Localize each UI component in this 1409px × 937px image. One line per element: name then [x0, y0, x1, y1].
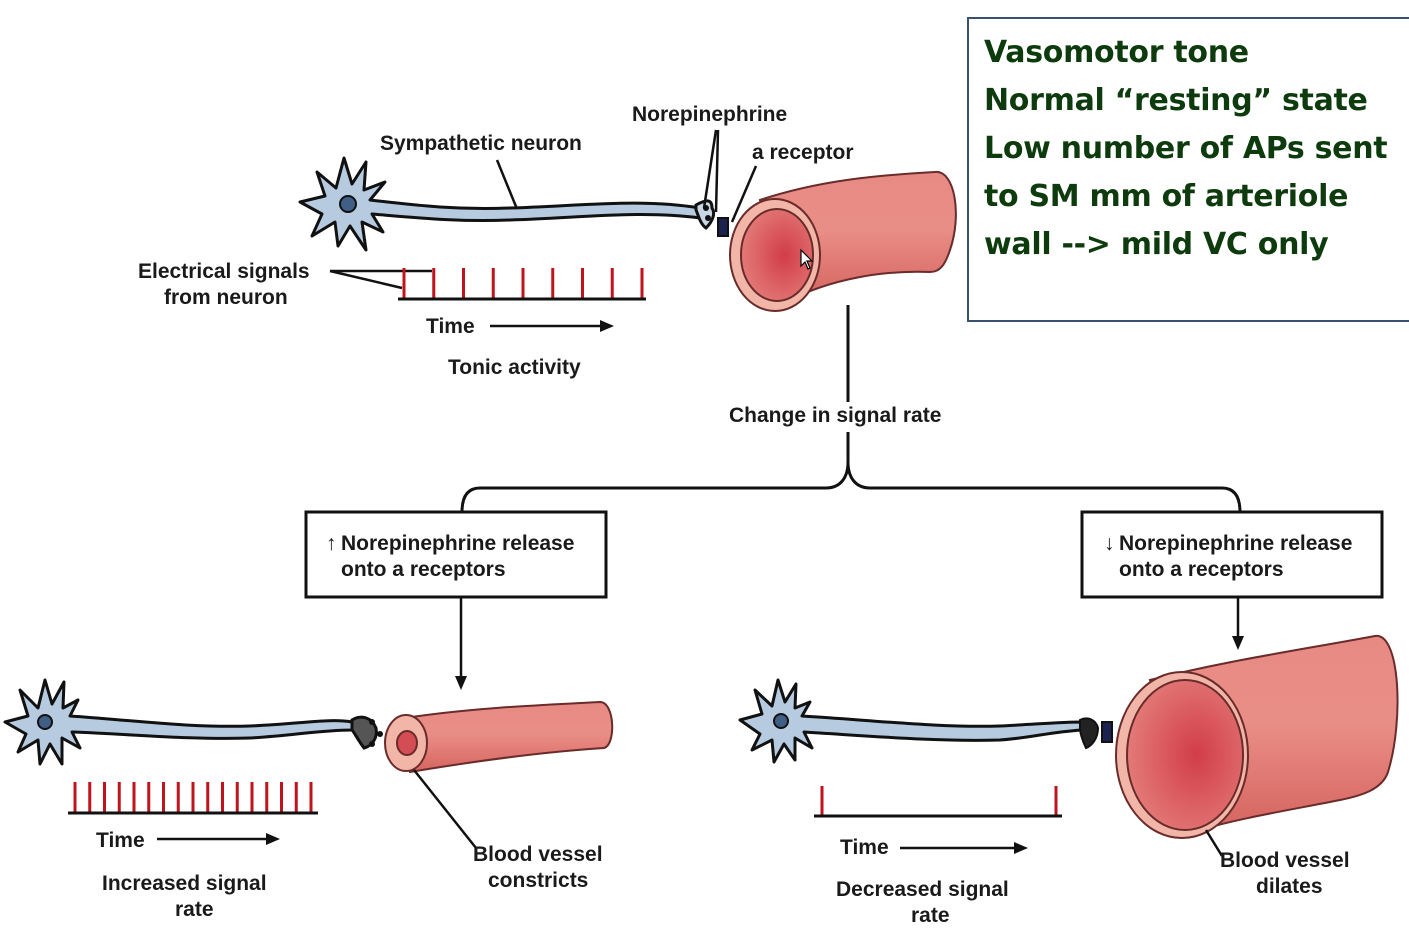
- change-in-signal-rate-label: Change in signal rate: [729, 404, 941, 427]
- decreased-rate-label-line2: rate: [911, 904, 950, 927]
- receptor-icon: [717, 217, 729, 237]
- increased-rate-label-line1: Increased signal: [102, 872, 267, 895]
- down-arrow-icon: [1232, 598, 1244, 650]
- receptor-leader-line: [730, 165, 758, 223]
- note-line: to SM mm of arteriole: [984, 179, 1349, 214]
- signals-label-line1: Electrical signals: [138, 260, 310, 283]
- right-neuron: [738, 678, 1113, 764]
- down-arrow-label-icon: ↓: [1104, 532, 1115, 555]
- branch-bracket: [460, 432, 1242, 513]
- increased-spike-train: [73, 782, 313, 813]
- tonic-spike-train: [402, 268, 644, 299]
- decreased-release-box: [1080, 510, 1384, 599]
- note-line: Normal “resting” state: [984, 83, 1368, 118]
- signals-leader-line: [329, 269, 403, 290]
- constricts-label-line2: constricts: [488, 869, 588, 892]
- time-arrow-icon: [490, 320, 614, 332]
- neuron-cell-body-icon: [298, 156, 702, 252]
- dilated-blood-vessel: [1115, 634, 1399, 839]
- constricts-leader-line: [413, 769, 477, 849]
- note-line: wall --> mild VC only: [984, 227, 1329, 262]
- axon-terminal-icon: [694, 199, 716, 230]
- increased-release-line2: onto a receptors: [341, 558, 506, 581]
- down-arrow-icon: [455, 598, 467, 690]
- decreased-spike-train: [820, 786, 1058, 816]
- neuron-leader-line: [495, 159, 519, 210]
- dilates-label-line1: Blood vessel: [1220, 849, 1350, 872]
- norepinephrine-label: Norepinephrine: [632, 103, 787, 126]
- dilates-leader-line: [1204, 829, 1224, 857]
- signals-label-line2: from neuron: [164, 286, 288, 309]
- neuron-cell-body-icon: [3, 678, 354, 766]
- time-label-top: Time: [426, 315, 475, 338]
- time-arrow-icon: [157, 833, 280, 845]
- decreased-release-line1: Norepinephrine release: [1119, 532, 1352, 555]
- norepinephrine-leader-line: [702, 129, 718, 209]
- axon-terminal-icon: [1079, 717, 1100, 750]
- dilates-label-line2: dilates: [1256, 875, 1323, 898]
- axon-terminal-icon: [350, 715, 383, 750]
- constricts-label-line1: Blood vessel: [473, 843, 603, 866]
- note-line: Low number of APs sent: [984, 131, 1388, 166]
- tonic-activity-label: Tonic activity: [448, 356, 581, 379]
- constricted-blood-vessel: [384, 700, 614, 774]
- left-neuron: [3, 678, 383, 766]
- neuron-cell-body-icon: [738, 678, 1084, 764]
- time-arrow-icon: [900, 842, 1028, 854]
- decreased-rate-label-line1: Decreased signal: [836, 878, 1009, 901]
- top-blood-vessel: [729, 170, 957, 312]
- up-arrow-icon: ↑: [326, 532, 337, 555]
- time-label-right: Time: [840, 836, 889, 859]
- norepinephrine-leader-line: [714, 129, 720, 213]
- decreased-release-line2: onto a receptors: [1119, 558, 1284, 581]
- note-line-title: Vasomotor tone: [984, 35, 1249, 70]
- mouse-cursor-icon: [800, 249, 814, 270]
- vasomotor-tone-note: Vasomotor tone Normal “resting” state Lo…: [967, 17, 1409, 322]
- increased-release-line1: Norepinephrine release: [341, 532, 574, 555]
- receptor-label: a receptor: [752, 141, 854, 164]
- time-label-left: Time: [96, 829, 145, 852]
- neuron-label: Sympathetic neuron: [380, 132, 582, 155]
- top-neuron: [298, 129, 758, 252]
- increased-release-box: [304, 510, 608, 599]
- increased-rate-label-line2: rate: [175, 898, 214, 921]
- receptor-icon: [1101, 721, 1113, 743]
